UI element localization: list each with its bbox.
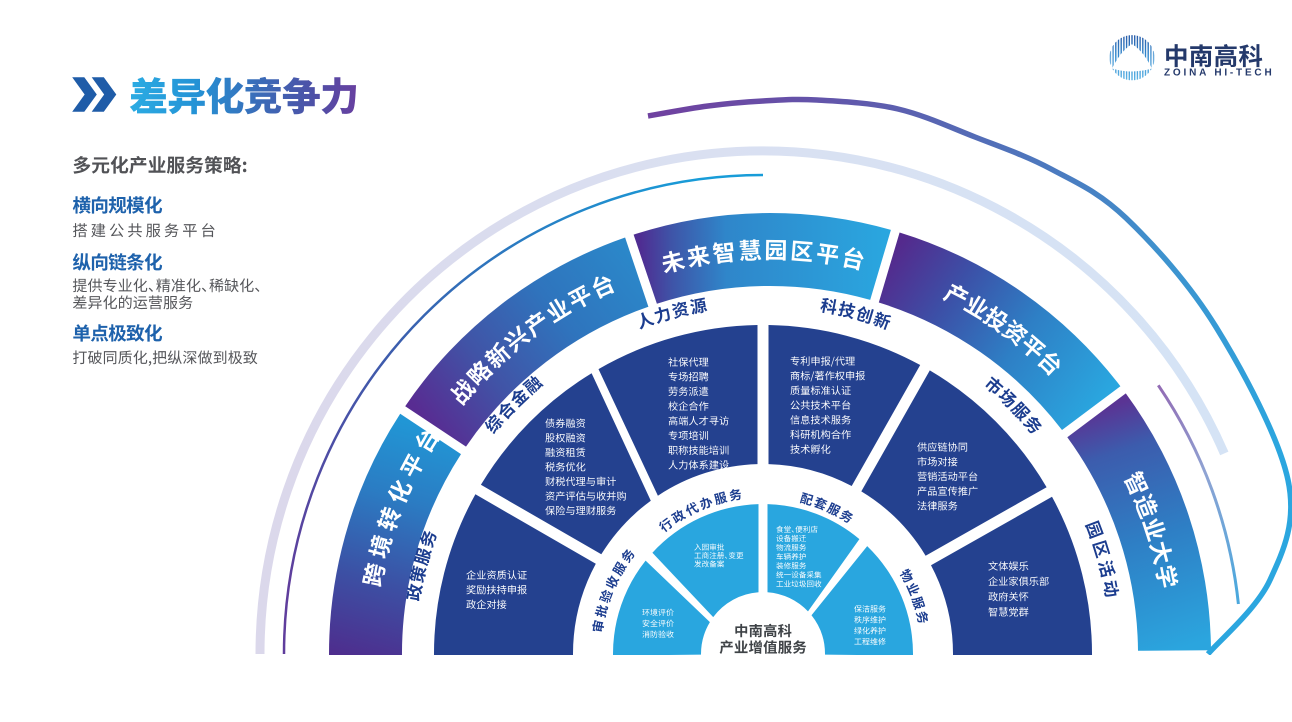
svg-text:ZOINA HI-TECH: ZOINA HI-TECH bbox=[1164, 68, 1274, 79]
